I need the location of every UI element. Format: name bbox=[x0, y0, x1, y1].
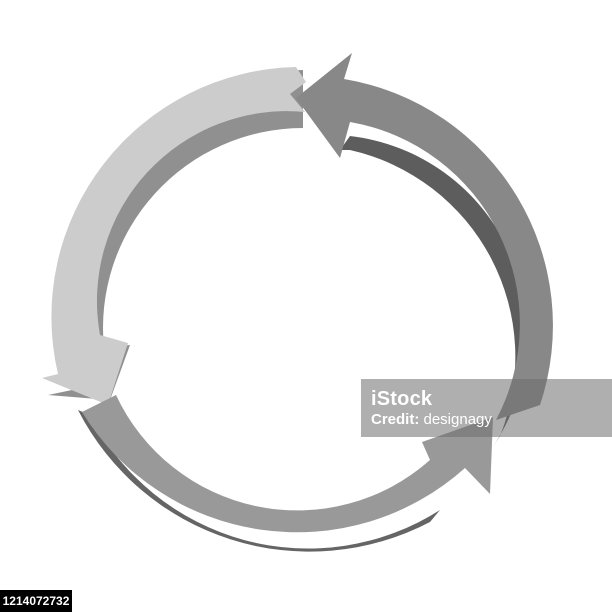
dark-arrow-side bbox=[340, 136, 528, 448]
mid-arrow bbox=[78, 395, 493, 552]
mid-arrow-face bbox=[82, 395, 493, 533]
credit-label: Credit: bbox=[371, 411, 424, 428]
credit-name: designagy bbox=[423, 411, 492, 428]
light-arrow-face bbox=[42, 67, 306, 405]
image-id-badge: 1214072732 bbox=[0, 590, 72, 612]
watermark-credit: Credit: designagy bbox=[371, 412, 492, 427]
watermark-logo: iStock Credit: designagy bbox=[371, 389, 492, 427]
watermark-brand: iStock bbox=[371, 388, 433, 410]
dark-arrow-face bbox=[296, 53, 553, 420]
light-arrow bbox=[42, 67, 306, 405]
stock-watermark: iStock Credit: designagy bbox=[361, 379, 612, 437]
